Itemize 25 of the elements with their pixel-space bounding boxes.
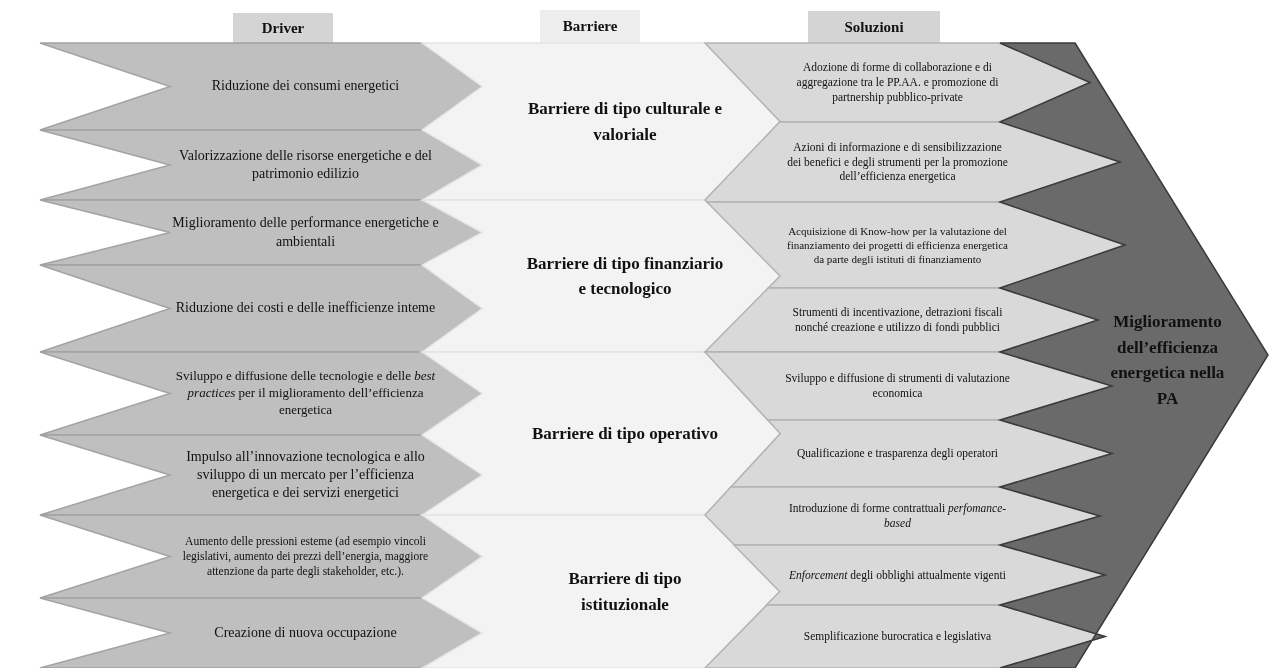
driver-text: Riduzione dei costi e delle inefficienze inteme xyxy=(175,299,436,318)
solution-text: Adozione di forme di collaborazione e di aggregazione tra le PP.AA. e promozione di partnership pubblico-private xyxy=(795,60,1000,105)
solution-text: Sviluppo e diffusione di strumenti di valutazione economica xyxy=(785,371,1010,401)
column-header: Barriere xyxy=(562,17,618,37)
barrier-text: Barriere di tipo istituzionale xyxy=(567,568,683,616)
solution-text: Acquisizione di Know-how per la valutazione del finanziamento dei progetti di efficienza energetica da parte degli istituti di finanziamento xyxy=(785,223,1009,267)
driver-text: Miglioramento delle performance energetiche e ambientali xyxy=(171,214,440,251)
solution-text: Enforcement degli obblighi attualmente vigenti xyxy=(789,567,1006,583)
solution-text: Strumenti di incentivazione, detrazioni fiscali nonché creazione e utilizzo di fondi pubblici xyxy=(791,305,1004,335)
solution-text: Semplificazione burocratica e legislativa xyxy=(803,629,992,644)
solution-text: Azioni di informazione e di sensibilizzazione dei benefici e degli strumenti per la promozione dell’efficienza energetica xyxy=(786,139,1009,185)
solution-text: Qualificazione e trasparenza degli operatori xyxy=(796,446,999,461)
column-header: Driver xyxy=(261,18,305,38)
driver-text: Impulso all’innovazione tecnologica e allo sviluppo di un mercato per l’efficienza energetica e dei servizi energetici xyxy=(185,447,426,503)
barrier-text: Barriere di tipo operativo xyxy=(531,422,719,445)
driver-text: Aumento delle pressioni esteme (ad esempio vincoli legislativi, aumento dei prezzi dell’energia, maggiore attenzione da parte degli stakeholder, etc.). xyxy=(181,534,430,579)
column-header: Soluzioni xyxy=(844,17,904,37)
goal-text: Miglioramento dell’efficienza energetica nella PA xyxy=(1109,311,1226,410)
solution-text: Introduzione di forme contrattuali perfomance-based xyxy=(787,501,1008,531)
driver-text: Sviluppo e diffusione delle tecnologie e delle best practices per il miglioramento dell’efficienza energetica xyxy=(174,368,437,419)
driver-text: Creazione di nuova occupazione xyxy=(214,623,397,642)
driver-text: Valorizzazione delle risorse energetiche e del patrimonio edilizio xyxy=(178,146,433,183)
barrier-text: Barriere di tipo finanziario e tecnologico xyxy=(525,252,725,300)
driver-text: Riduzione dei consumi energetici xyxy=(211,77,400,96)
barrier-text: Barriere di tipo culturale e valoriale xyxy=(526,98,724,146)
